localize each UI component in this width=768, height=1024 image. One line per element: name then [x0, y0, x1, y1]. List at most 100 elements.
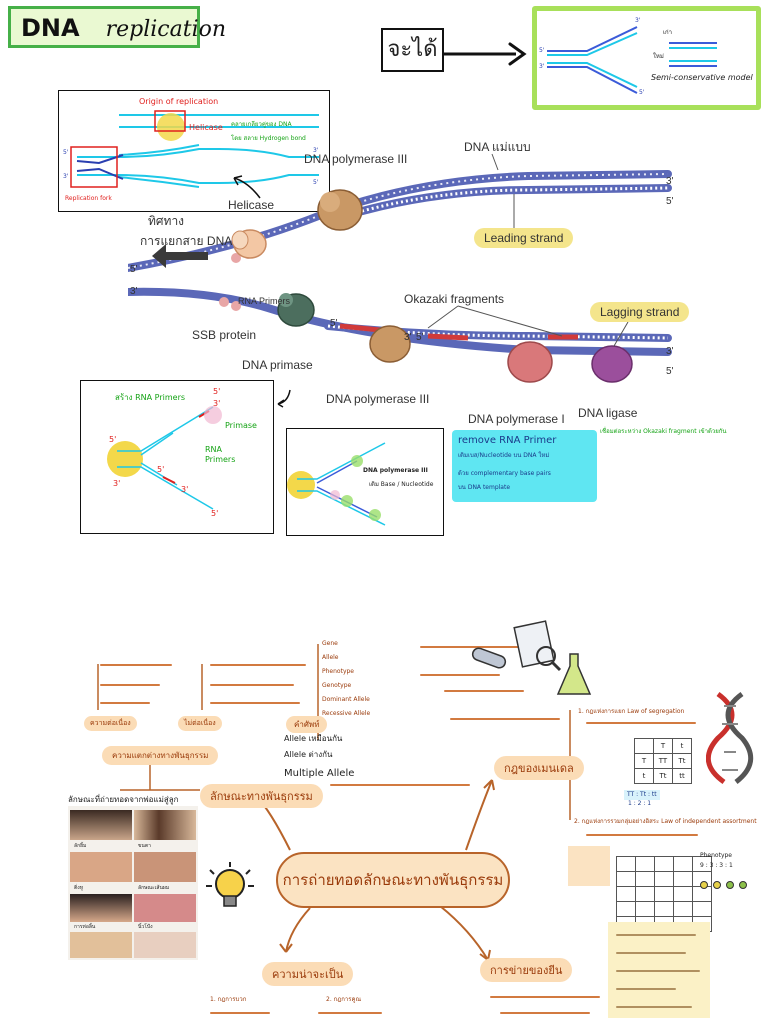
helicase-note: โดย สลาย Hydrogen bond [231, 135, 306, 142]
old-strand-label: เก่า [663, 29, 673, 36]
allele-line: Allele เหมือนกัน [284, 734, 343, 743]
remove-primer-line: เติมเบส/Nucleotide บน DNA ใหม่ [458, 452, 550, 459]
end-label: 5' [213, 387, 221, 396]
end-label: 3' [113, 479, 121, 488]
inset-pointer-arrow [233, 175, 261, 199]
trait-caption: ลักษณะเส้นผม [138, 885, 170, 891]
rna-primer-inset: สร้าง RNA Primers Primase RNA Primers 5'… [80, 380, 274, 534]
new-strand-label: ใหม่ [653, 53, 664, 60]
lightbulb-icon [206, 862, 254, 907]
end-label: 3' [181, 485, 189, 494]
replication-fork-label: Replication fork [65, 195, 112, 202]
trait-photo [70, 852, 132, 882]
dna-template-label: DNA แม่แบบ [464, 140, 531, 154]
terms-list: Gene Allele Phenotype Genotype Dominant … [322, 640, 512, 724]
end-label: 3' [63, 173, 69, 180]
end-label: 5' [130, 264, 138, 275]
polymerase-inset-label: DNA polymerase III [363, 467, 428, 474]
trait-photo [134, 894, 196, 922]
trait-photo [134, 852, 196, 882]
remove-primer-title: remove RNA Primer [458, 435, 557, 446]
term-item: Gene [322, 640, 338, 647]
end-label: 5' [666, 366, 674, 377]
helicase-label: Helicase [189, 123, 223, 132]
trait-caption: การห่อลิ้น [74, 924, 96, 930]
primer-inset-title: สร้าง RNA Primers [115, 393, 186, 402]
allele-line: Allele ต่างกัน [284, 750, 333, 759]
dna-ligase-enzyme [591, 345, 633, 383]
dna-polymerase-iii-label: DNA polymerase III [304, 152, 408, 166]
trait-photo [70, 894, 132, 922]
end-label: 3' [213, 399, 221, 408]
pill-icon [471, 647, 507, 669]
dna-ligase-label: DNA ligase [578, 406, 638, 420]
result-arrow [444, 42, 527, 66]
punnett-square-2 [616, 856, 712, 932]
node-variation: ความแตกต่างทางพันธุกรรม [102, 746, 219, 765]
replication-fork-diagram [128, 153, 672, 383]
ssb-protein-label: SSB protein [192, 328, 257, 342]
node-continuous: ความต่อเนื่อง [84, 716, 137, 731]
polymerase-inset: DNA polymerase III เติม Base / Nucleotid… [286, 428, 444, 536]
direction-label: การแยกสาย DNA [140, 234, 233, 248]
lagging-strand-label: Lagging strand [590, 302, 690, 322]
semi-conservative-diagram [547, 26, 717, 94]
dna-polymerase-i-enzyme [507, 341, 553, 383]
end-label: 5' [157, 465, 165, 474]
genotype-ratio: 1 : 2 : 1 [628, 800, 652, 807]
okazaki-fragments-label: Okazaki fragments [404, 292, 505, 306]
dna-polymerase-iii-label-bottom: DNA polymerase III [326, 392, 430, 406]
ligase-note: เชื่อมต่อระหว่าง Okazaki fragment เข้าด้… [600, 428, 727, 435]
dna-polymerase-i-label: DNA polymerase I [468, 412, 565, 426]
end-label: 5' [416, 332, 424, 343]
end-label: 5' [666, 196, 674, 207]
polymerase-inset-note: เติม Base / Nucleotide [369, 481, 434, 488]
semi-end-label: 5' [639, 89, 645, 96]
end-label: 5' [211, 509, 219, 518]
genotype-ratio: TT : Tt : tt [624, 790, 660, 800]
allele-key-box [568, 846, 610, 886]
trait-caption: นิ้วโป้ง [138, 924, 153, 930]
trait-photo [134, 932, 196, 958]
probability-rule-1: 1. กฎการบวก [210, 996, 247, 1003]
node-discontinuous: ไม่ต่อเนื่อง [178, 716, 222, 731]
node-terms: คำศัพท์ [286, 716, 328, 733]
traits-photo-grid: ลักยิ้ม ขนตา ติ่งหู ลักษณะเส้นผม การห่อล… [68, 806, 198, 960]
term-item: Phenotype [322, 668, 354, 675]
rna-primers-note: RNA Primers [205, 445, 236, 464]
result-callout-label: จะได้ [381, 28, 444, 72]
trait-caption: ขนตา [138, 843, 151, 849]
end-label: 5' [63, 149, 69, 156]
remove-primer-line: ด้วย complementary base pairs [458, 470, 551, 477]
mendel-law-2: 2. กฎแห่งการรวมกลุ่มอย่างอิสระ Law of in… [574, 818, 757, 825]
trait-photo [70, 810, 132, 840]
documents-magnifier-icon [513, 620, 562, 672]
inset-pointer-arrow [277, 389, 291, 408]
mind-map-center: การถ่ายทอดลักษณะทางพันธุกรรม [276, 852, 510, 908]
node-probability: ความน่าจะเป็น [262, 962, 354, 986]
leading-strand-label: Leading strand [474, 228, 574, 248]
end-label: 3' [404, 332, 412, 343]
end-label: 5' [109, 435, 117, 444]
helicase-label: Helicase [228, 198, 275, 212]
dna-helix-icon [706, 691, 754, 785]
origin-marker [157, 113, 185, 141]
trait-caption: ติ่งหู [74, 885, 83, 891]
end-label: 5' [313, 179, 319, 186]
rna-primers-label: RNA Primers [238, 296, 291, 306]
semi-end-label: 3' [539, 63, 545, 70]
multiple-allele-label: Multiple Allele [284, 768, 355, 779]
flask-icon [556, 653, 592, 695]
remove-primer-note: remove RNA Primer เติมเบส/Nucleotide บน … [452, 430, 597, 502]
semi-end-label: 3' [635, 17, 641, 24]
primase-label: Primase [225, 421, 257, 430]
mendel-law-1: 1. กฎแห่งการแยก Law of segregation [578, 708, 685, 715]
study-illustration [471, 620, 592, 695]
probability-rule-2: 2. กฎการคูณ [326, 996, 362, 1003]
phenotype-label: Phenotype [700, 852, 732, 859]
phenotype-ratio: 9 : 3 : 3 : 1 [700, 862, 733, 869]
origin-label: Origin of replication [139, 97, 219, 106]
term-item: Allele [322, 654, 339, 661]
